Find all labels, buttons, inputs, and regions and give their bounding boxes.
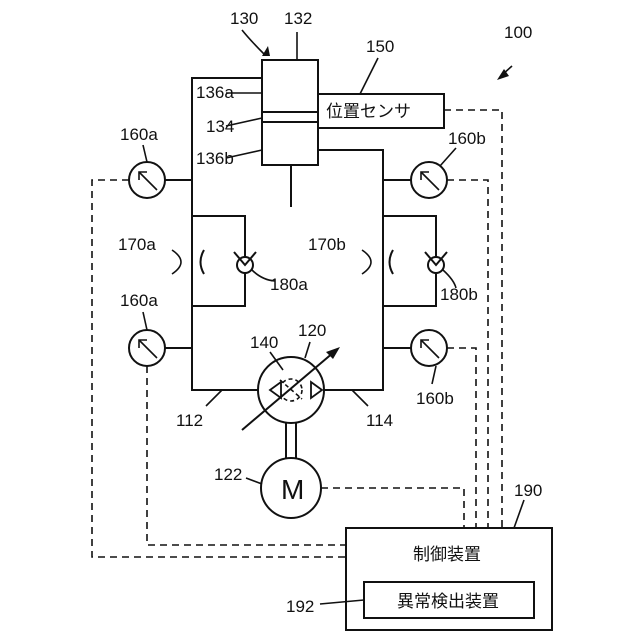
label-orifice-170a: 170a [118,235,156,254]
cylinder [226,30,318,165]
check-valve-right [425,252,456,288]
label-chamber-136b: 136b [196,149,234,168]
label-chamber-136a: 136a [196,83,234,102]
label-pump-120: 120 [298,321,326,340]
label-cylinder-130: 130 [230,9,258,28]
label-gauge-160b-upper: 160b [448,129,486,148]
label-gauge-160b-lower: 160b [416,389,454,408]
label-line-114: 114 [366,411,393,430]
detector-text: 異常検出装置 [397,592,499,611]
label-controller-190: 190 [514,481,542,500]
pressure-gauge-lower-right [411,330,447,384]
motor-symbol: M [281,474,304,505]
label-piston-134: 134 [206,117,234,136]
motor [246,458,464,528]
label-gauge-160a-lower: 160a [120,291,158,310]
label-motor-122: 122 [214,465,242,484]
position-sensor-text: 位置センサ [326,102,411,121]
label-detector-192: 192 [286,597,314,616]
check-valve-left [234,252,275,281]
label-gauge-160a-upper: 160a [120,125,158,144]
orifice-right [362,250,393,274]
label-system-100: 100 [504,23,532,42]
pressure-gauge-upper-left [129,145,165,198]
label-line-112: 112 [176,411,203,430]
pressure-gauge-lower-left [129,312,165,366]
label-check-180b: 180b [440,285,478,304]
orifice-left [172,250,204,274]
controller-text: 制御装置 [413,545,481,564]
label-pump-inner-140: 140 [250,333,278,352]
pressure-gauge-upper-right [411,148,456,198]
label-sensor-150: 150 [366,37,394,56]
label-cylinder-body-132: 132 [284,9,312,28]
label-check-180a: 180a [270,275,308,294]
label-orifice-170b: 170b [308,235,346,254]
pump [206,342,368,430]
